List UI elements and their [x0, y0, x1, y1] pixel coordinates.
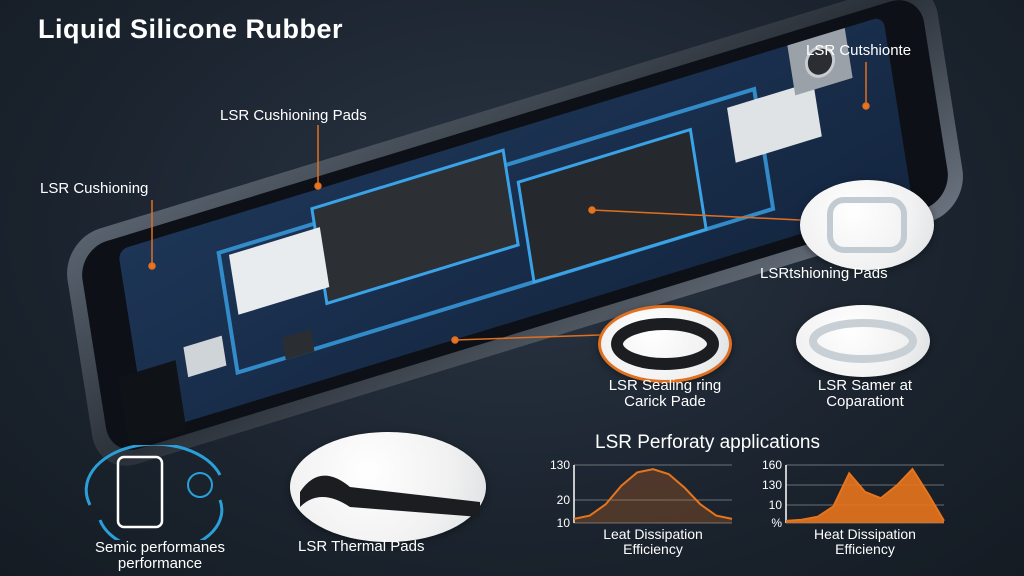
- sealing-ring-circle: [598, 305, 732, 383]
- semic-icon: [84, 445, 224, 540]
- callout-sealing-line1: LSR Sealing ring: [608, 377, 722, 394]
- semic-label: Semic performanes performance: [50, 540, 270, 572]
- chart-caption-line2: Efficiency: [835, 541, 895, 557]
- white-pad-2: [727, 81, 822, 163]
- series-area: [574, 469, 732, 523]
- ytick-label: 130: [550, 458, 570, 472]
- speaker-area: [118, 360, 187, 448]
- callout-pads: LSR Cushioning Pads: [220, 107, 367, 124]
- series-line: [573, 468, 733, 520]
- camera-lens: [804, 45, 836, 78]
- ytick-label: 130: [762, 478, 782, 492]
- chip-1: [183, 335, 227, 378]
- chart-caption-line1: Leat Dissipation: [603, 526, 703, 542]
- chart-caption-line2: Efficiency: [623, 541, 683, 557]
- ytick-label: 160: [762, 458, 782, 472]
- series-area: [786, 469, 944, 523]
- page-title: Liquid Silicone Rubber: [38, 14, 344, 44]
- callout-samer-line1: LSR Samer at: [817, 377, 913, 394]
- ytick-label: 20: [557, 493, 571, 507]
- callout-top-right: LSR Cutshionte: [806, 42, 912, 59]
- thermal-label: LSR Thermal Pads: [298, 538, 425, 555]
- semic-line2: performance: [117, 555, 203, 572]
- thermal-pad-circle: [290, 432, 486, 542]
- charts-heading: LSR Perforaty applications: [595, 432, 820, 453]
- cushion-pad-circle: [800, 180, 934, 270]
- white-pad: [228, 227, 330, 315]
- ytick-label: 10: [557, 516, 571, 530]
- ytick-label: 10: [769, 498, 783, 512]
- callout-sealing: LSR Sealing ring Carick Pade: [580, 378, 750, 410]
- callout-sealing-line2: Carick Pade: [624, 393, 706, 410]
- chart-caption-line1: Heat Dissipation: [814, 526, 916, 542]
- battery-block-2: [516, 127, 708, 284]
- chip-2: [282, 329, 315, 360]
- callout-left: LSR Cushioning: [40, 180, 149, 197]
- callout-samer-line2: Coparationt: [826, 393, 904, 410]
- samer-ring-circle: [796, 305, 930, 377]
- ytick-label: %: [771, 516, 782, 530]
- callout-samer: LSR Samer at Coparationt: [780, 378, 950, 410]
- callout-right-circle: LSRtshioning Pads: [760, 265, 888, 282]
- series-line: [785, 467, 945, 522]
- semic-line1: Semic performanes: [94, 539, 226, 556]
